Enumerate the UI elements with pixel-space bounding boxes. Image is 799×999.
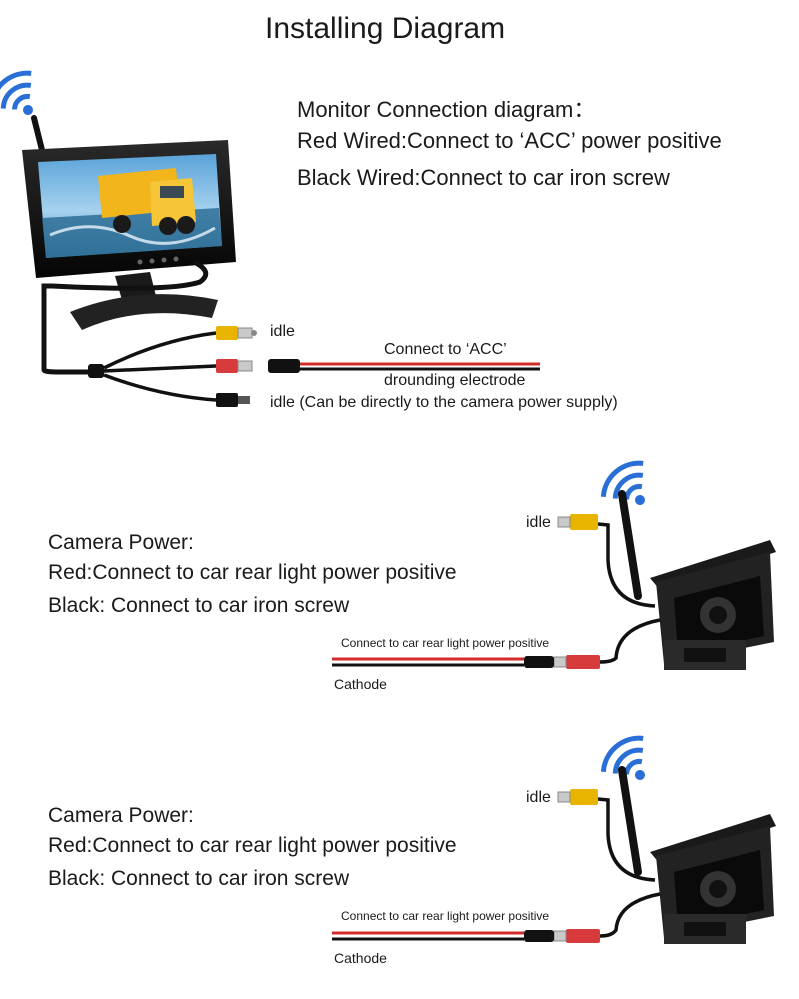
camera-red-text: Red:Connect to car rear light power posi…: [48, 561, 457, 584]
camera-red-text: Red:Connect to car rear light power posi…: [48, 834, 457, 857]
acc-label: Connect to ‘ACC’: [384, 341, 507, 358]
rca-connector-icon: [553, 929, 600, 943]
ground-label: drounding electrode: [384, 372, 526, 389]
monitor-black-wire-text: Black Wired:Connect to car iron screw: [297, 165, 670, 190]
camera-wire-harness: [332, 514, 661, 669]
camera-power-heading: Camera Power:: [48, 804, 194, 827]
idle-label-black: idle (Can be directly to the camera powe…: [270, 394, 618, 411]
monitor-wire-harness: [88, 326, 540, 407]
camera-icon: [618, 490, 776, 670]
page-title: Installing Diagram: [265, 12, 506, 45]
camera-black-text: Black: Connect to car iron screw: [48, 867, 350, 890]
camera-wire-label: Connect to car rear light power positive: [341, 636, 550, 650]
wifi-icon: [600, 460, 645, 505]
truck-image: [98, 168, 196, 235]
idle-label-yellow: idle: [270, 323, 295, 340]
rca-connector-icon: [216, 359, 253, 373]
rca-connector-icon: [557, 789, 598, 805]
monitor-heading: Monitor Connection diagram：: [297, 97, 596, 122]
rca-connector-icon: [557, 514, 598, 530]
camera-wire-label: Connect to car rear light power positive: [341, 909, 550, 923]
cathode-label: Cathode: [334, 676, 387, 692]
wifi-icon: [600, 735, 645, 780]
camera-idle-label: idle: [526, 514, 551, 531]
monitor-red-wire-text: Red Wired:Connect to ‘ACC’ power positiv…: [297, 128, 722, 153]
dc-plug-icon: [216, 393, 250, 407]
camera-power-heading: Camera Power:: [48, 531, 194, 554]
monitor-icon: [22, 115, 236, 375]
camera-black-text: Black: Connect to car iron screw: [48, 594, 350, 617]
rca-connector-icon: [553, 655, 600, 669]
wifi-icon: [0, 70, 33, 115]
camera-idle-label: idle: [526, 789, 551, 806]
rca-connector-icon: [216, 326, 257, 340]
camera-wire-harness: [332, 789, 661, 943]
cathode-label: Cathode: [334, 950, 387, 966]
camera-icon: [618, 766, 776, 944]
